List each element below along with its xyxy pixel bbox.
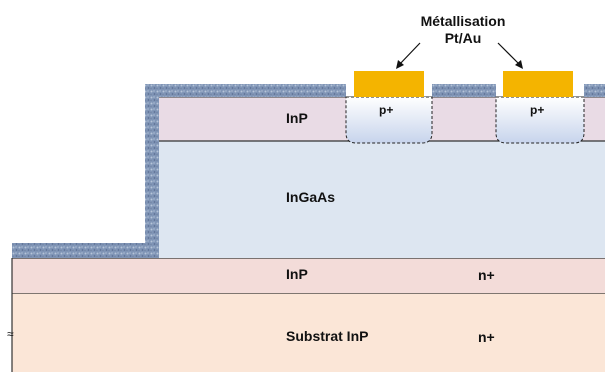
substrate-doping-label: n+ xyxy=(478,329,495,345)
passivation-top-right xyxy=(584,84,605,97)
ingaas-layer xyxy=(159,141,605,258)
ingaas-label: InGaAs xyxy=(286,189,336,205)
p-well-right-label: p+ xyxy=(530,103,545,117)
passivation-top-middle xyxy=(432,84,496,97)
inp-mid-doping-label: n+ xyxy=(478,267,495,283)
metallisation-label-line2: Pt/Au xyxy=(444,30,482,46)
break-mark: ≈ xyxy=(7,327,14,341)
inp-top-label: InP xyxy=(286,110,308,126)
inp-mid-label: InP xyxy=(286,266,308,282)
metal-contact-right xyxy=(503,71,573,97)
inp-n-layer xyxy=(12,258,605,293)
p-well-left xyxy=(345,96,433,144)
substrate-label: Substrat InP xyxy=(286,328,369,344)
arrow-left xyxy=(397,42,421,67)
passivation-lower-step xyxy=(12,243,159,258)
substrate-layer xyxy=(12,293,605,372)
passivation-sidewall xyxy=(145,84,159,258)
metallisation-label-line1: Métallisation xyxy=(420,13,506,29)
p-well-right xyxy=(495,96,585,144)
metal-contact-left xyxy=(354,71,424,97)
p-well-left-label: p+ xyxy=(379,103,394,117)
arrow-right xyxy=(497,42,522,67)
metallisation-label: Métallisation Pt/Au xyxy=(393,13,533,47)
passivation-top-left xyxy=(145,84,346,97)
